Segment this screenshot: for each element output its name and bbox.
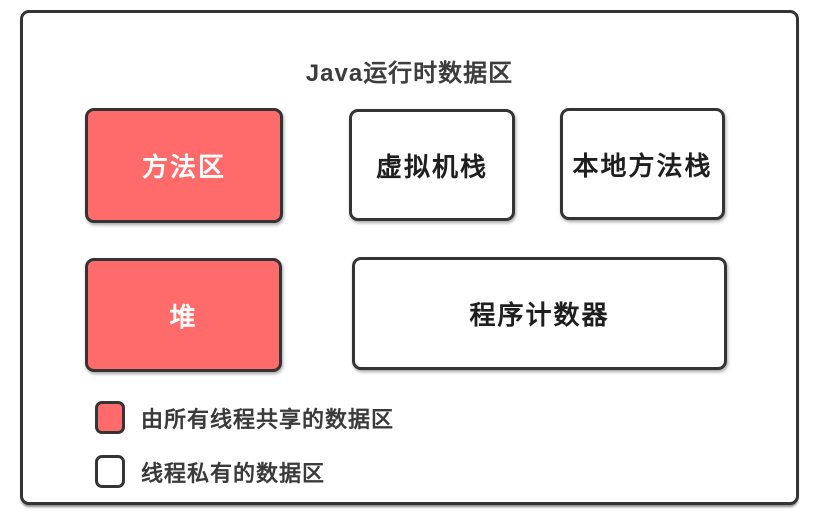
legend-swatch-private xyxy=(95,455,125,488)
diagram-title: Java运行时数据区 xyxy=(305,60,514,87)
box-method-area: 方法区 xyxy=(85,108,283,223)
box-heap: 堆 xyxy=(85,258,282,372)
legend-label-shared: 由所有线程共享的数据区 xyxy=(141,406,395,432)
legend-label-private: 线程私有的数据区 xyxy=(141,460,326,486)
jvm-runtime-data-area-container: Java运行时数据区 方法区 虚拟机栈 本地方法栈 堆 程序计数器 由所有线程共… xyxy=(20,10,799,505)
box-program-counter: 程序计数器 xyxy=(352,257,727,370)
box-vm-stack: 虚拟机栈 xyxy=(349,109,515,221)
legend-item-private: 线程私有的数据区 xyxy=(95,455,325,488)
box-native-method-stack: 本地方法栈 xyxy=(560,108,725,220)
legend-item-shared: 由所有线程共享的数据区 xyxy=(95,401,394,434)
legend-swatch-shared xyxy=(95,401,125,434)
